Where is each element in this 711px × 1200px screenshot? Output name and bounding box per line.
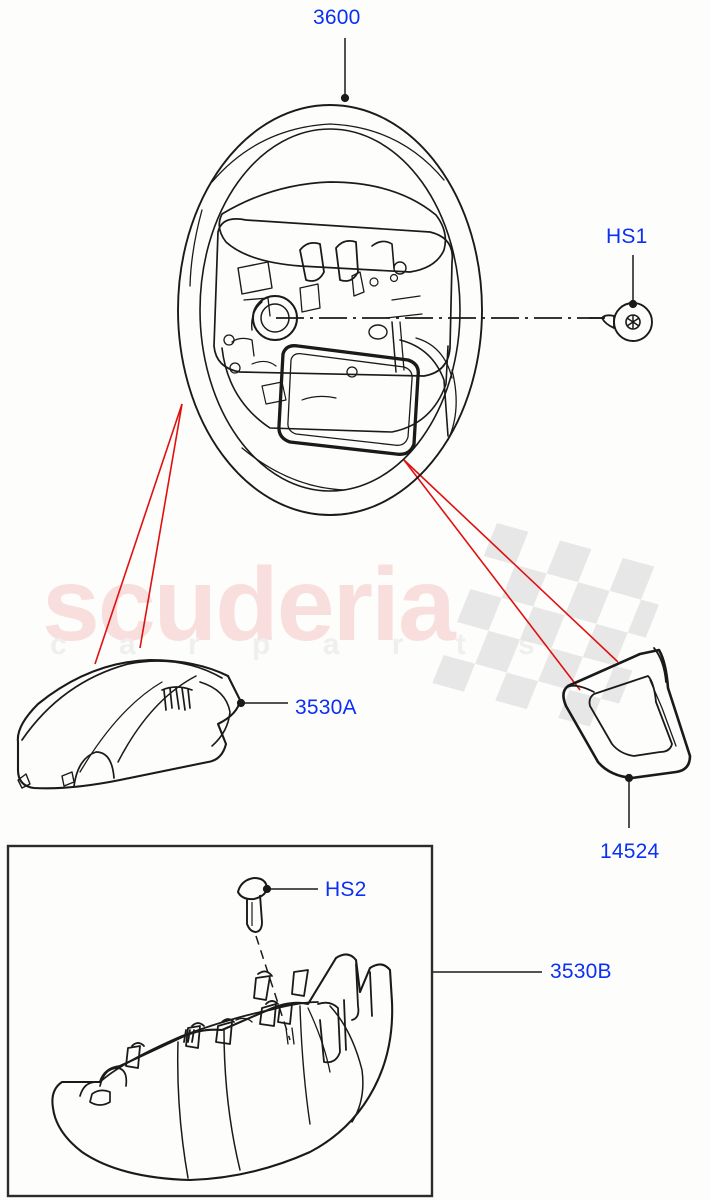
wheel-switch-left-3 xyxy=(231,337,255,357)
wheel-detail-r6 xyxy=(399,321,405,371)
shroud-b-right-bracket xyxy=(317,963,373,1064)
trim-bezel-drawing xyxy=(562,647,692,780)
wheel-detail-r2 xyxy=(299,283,321,313)
hs1-torx-star xyxy=(626,315,640,329)
leader-dot-3600 xyxy=(340,93,350,103)
callout-label-3600[interactable]: 3600 xyxy=(313,6,361,29)
wheel-boss-left-1 xyxy=(223,334,235,346)
dome-screw-drawing xyxy=(237,877,268,933)
wheel-hub-body xyxy=(213,218,454,377)
wheel-boss-right-4 xyxy=(368,324,388,340)
wheel-switch-left-2 xyxy=(243,297,271,317)
upper-shroud-drawing xyxy=(16,658,242,790)
leader-lines-red xyxy=(94,403,619,691)
wheel-column-hole-slot xyxy=(251,301,263,331)
shroud-a-notch xyxy=(73,751,115,787)
hs1-shank xyxy=(601,314,615,329)
shroud-b-clips xyxy=(125,969,309,1069)
shroud-a-outline xyxy=(16,658,242,790)
watermark-tagline: c a r p a r t s xyxy=(50,628,557,661)
shroud-a-fold xyxy=(117,675,197,763)
wheel-right-spoke-2 xyxy=(415,337,453,379)
hs2-head xyxy=(237,877,268,901)
wheel-clip-c1 xyxy=(299,241,325,282)
callout-label-hs1[interactable]: HS1 xyxy=(606,225,648,248)
shroud-a-crest xyxy=(21,660,223,741)
wheel-boss-low-1 xyxy=(346,366,358,378)
wheel-rim-seam-bottom xyxy=(241,447,346,491)
torx-screw-drawing xyxy=(589,302,653,342)
wheel-rim-seam-top xyxy=(211,123,445,183)
bezel-inner-opening-2 xyxy=(649,679,677,747)
steering-wheel-drawing xyxy=(177,104,483,516)
callout-label-3530a[interactable]: 3530A xyxy=(295,696,357,719)
wheel-detail-r3 xyxy=(391,295,421,301)
wheel-boss-left-2 xyxy=(229,362,241,374)
shroud-a-clip-teeth xyxy=(161,686,193,711)
shroud-b-outline xyxy=(51,953,394,1182)
lower-shroud-detail-panel xyxy=(6,844,434,1198)
shroud-b-inner-wall xyxy=(329,1005,364,1123)
shroud-b-left-tabs xyxy=(79,1067,128,1106)
wheel-rim-seam-right xyxy=(447,369,457,441)
callout-label-14524[interactable]: 14524 xyxy=(600,840,660,863)
leader-red-shroud-a2 xyxy=(139,403,183,649)
wheel-right-spoke xyxy=(399,339,449,437)
wheel-lower-hub xyxy=(221,345,449,433)
hs2-shank xyxy=(246,894,263,933)
bezel-left-tip xyxy=(565,684,595,693)
bezel-outline xyxy=(562,648,692,780)
leader-red-shroud-a1 xyxy=(94,403,183,665)
wheel-clip-c3 xyxy=(371,240,395,269)
wheel-detail-r1 xyxy=(351,271,365,297)
wheel-rim-inner xyxy=(199,128,461,492)
callout-label-3530b[interactable]: 3530B xyxy=(550,960,612,983)
wheel-rim-outer xyxy=(177,104,483,516)
wheel-detail-low2 xyxy=(261,381,287,405)
shroud-b-mating-edge xyxy=(99,1001,319,1083)
leader-red-bezel-2 xyxy=(403,459,581,691)
wheel-detail-low xyxy=(301,395,337,401)
wheel-upper-spoke xyxy=(218,181,447,273)
shroud-b-seam-1 xyxy=(176,1041,189,1179)
shroud-b-detail-a xyxy=(285,1027,295,1045)
bezel-inner-opening xyxy=(588,675,673,757)
shroud-b-inner-wall-2 xyxy=(307,1007,331,1073)
watermark-brand: scuderia xyxy=(42,547,456,663)
wheel-bezel-opening xyxy=(277,344,420,456)
wheel-boss-right-1 xyxy=(393,261,407,275)
shroud-b-seam-2 xyxy=(223,1029,241,1171)
callout-label-hs2[interactable]: HS2 xyxy=(325,878,367,901)
wheel-detail-low3 xyxy=(251,360,277,367)
lower-shroud-drawing xyxy=(51,953,394,1182)
callout-leaders xyxy=(236,38,638,973)
wheel-clip-c2 xyxy=(335,239,359,282)
wheel-boss-right-2 xyxy=(389,273,399,283)
shroud-a-tab-2 xyxy=(61,771,75,787)
shroud-a-right-edge xyxy=(199,681,231,747)
wheel-detail-r5 xyxy=(391,321,397,373)
wheel-rim-seam-left xyxy=(189,209,203,287)
wheel-switch-left-1 xyxy=(237,261,273,295)
shroud-b-detail-b xyxy=(235,1017,253,1023)
shroud-b-seam-3 xyxy=(299,1005,311,1125)
shroud-a-tab-1 xyxy=(17,773,31,789)
leader-red-bezel-1 xyxy=(403,459,619,663)
wheel-boss-right-3 xyxy=(369,277,379,287)
wheel-detail-r4 xyxy=(385,313,423,319)
wheel-bezel-opening-inner xyxy=(287,352,413,446)
bezel-top-tip xyxy=(653,647,667,683)
checkered-flag-icon xyxy=(432,523,660,727)
shroud-a-fold2 xyxy=(79,681,163,773)
